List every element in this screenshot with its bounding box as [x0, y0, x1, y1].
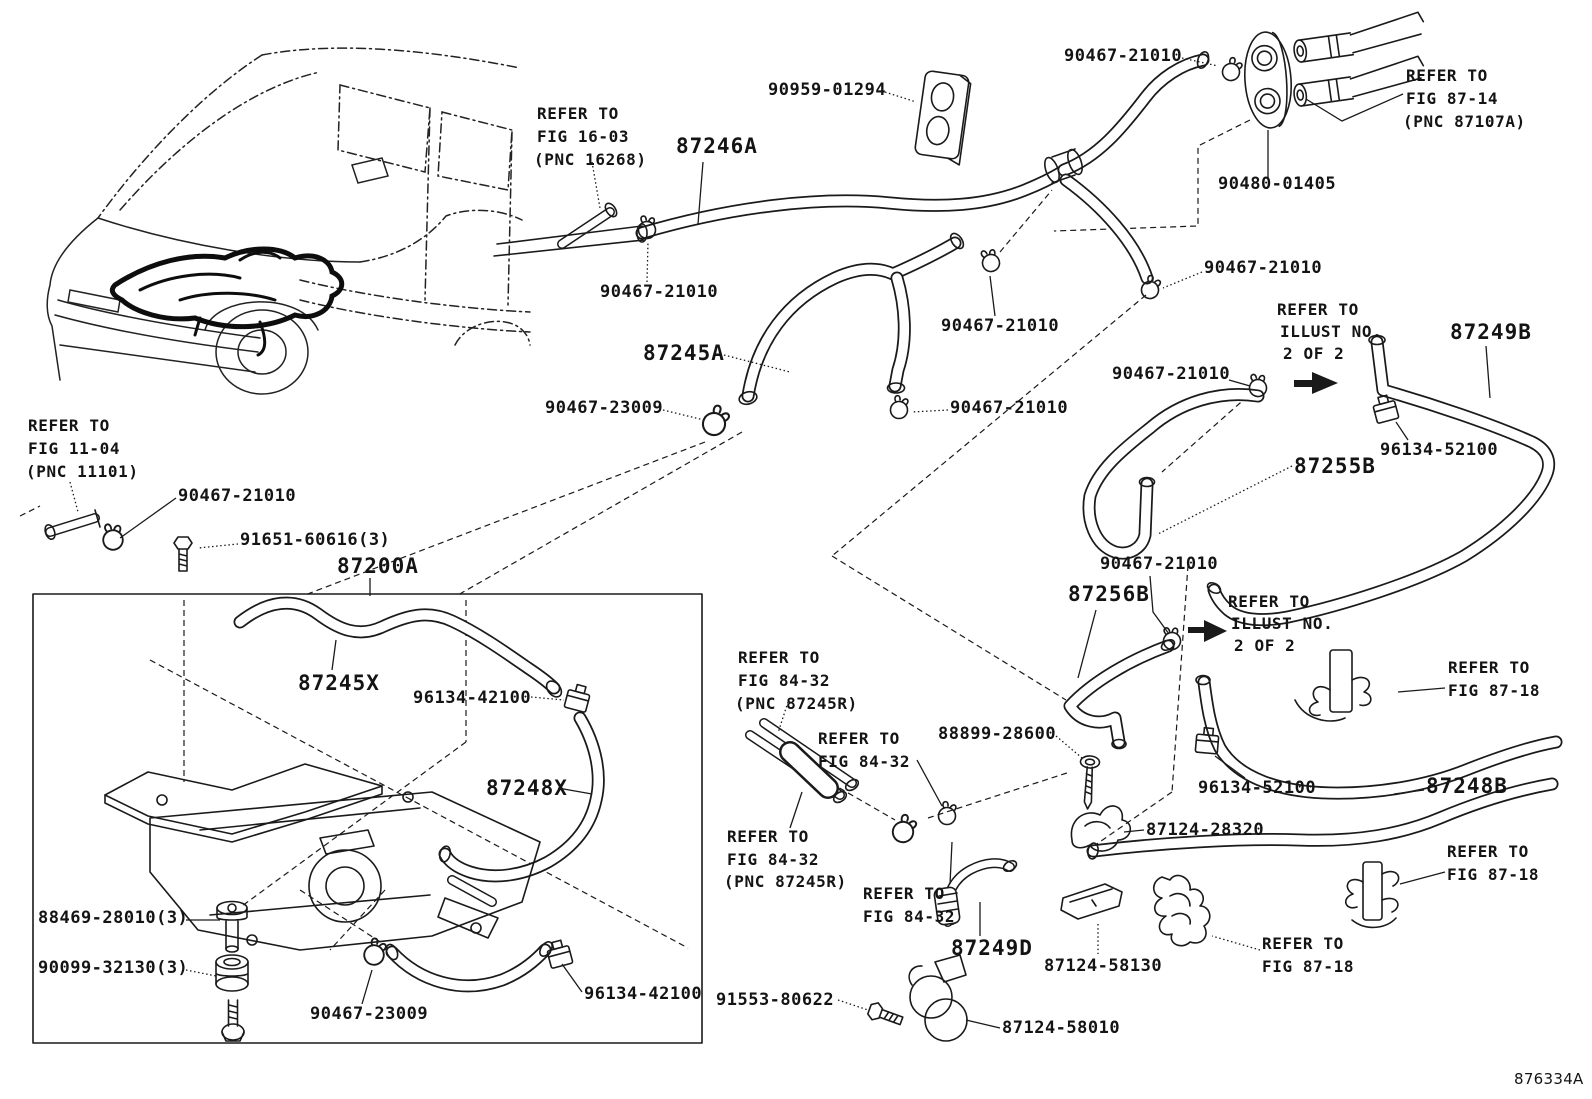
part-number-label: 87246A: [676, 134, 758, 158]
reference-note-line: FIG 87-18: [1447, 865, 1540, 884]
part-number-label: 90959-01294: [768, 80, 887, 100]
reference-note-line: REFER TO: [1406, 66, 1488, 85]
reference-note-line: REFER TO: [727, 827, 809, 846]
reference-note-line: FIG 84-32: [863, 907, 956, 926]
fasteners: [173, 536, 1101, 1042]
part-number-label: 87248X: [486, 776, 568, 800]
reference-note-line: REFER TO: [1447, 842, 1529, 861]
reference-note-line: 2 OF 2: [1234, 636, 1296, 655]
part-number-label: 90467-21010: [1112, 364, 1231, 384]
reference-note-line: REFER TO: [1448, 658, 1530, 677]
part-number-label: 87245X: [298, 671, 380, 695]
reference-note-line: (PNC 87107A): [1403, 112, 1526, 131]
fitting-87249d: [933, 886, 961, 926]
part-number-label: 90480-01405: [1218, 174, 1337, 194]
illust-arrows: [1188, 372, 1338, 642]
part-number-label: 96134-52100: [1198, 778, 1317, 798]
part-number-label: 876334A: [1514, 1070, 1584, 1088]
part-number-label: 91651-60616(3): [240, 530, 391, 550]
reference-note-line: REFER TO: [28, 416, 110, 435]
part-number-label: 90467-21010: [1064, 46, 1183, 66]
reference-note-line: REFER TO: [537, 104, 619, 123]
part-number-label: 87249B: [1450, 320, 1532, 344]
part-number-label: 90467-21010: [1100, 554, 1219, 574]
reference-note-line: (PNC 87245R): [724, 872, 847, 891]
part-number-label: 90467-21010: [600, 282, 719, 302]
part-number-label: 87124-58010: [1002, 1018, 1121, 1038]
reference-note-line: REFER TO: [1262, 934, 1344, 953]
reference-note-line: FIG 16-03: [537, 127, 630, 146]
part-number-label: 87249D: [951, 936, 1033, 960]
part-number-label: 90467-21010: [941, 316, 1060, 336]
assembly-box-87200A: [32, 593, 703, 1044]
part-number-label: 90467-23009: [310, 1004, 429, 1024]
reference-note-line: REFER TO: [818, 729, 900, 748]
reference-note-line: FIG 11-04: [28, 439, 121, 458]
reference-note-line: (PNC 87245R): [735, 694, 858, 713]
leader-lines: [69, 57, 1491, 1029]
reference-note-line: (PNC 11101): [26, 462, 139, 481]
reference-note-line: FIG 87-14: [1406, 89, 1499, 108]
part-number-label: 90099-32130(3): [38, 958, 189, 978]
part-number-label: 88469-28010(3): [38, 908, 189, 928]
part-number-label: 87124-58130: [1044, 956, 1163, 976]
reference-note-line: FIG 87-18: [1448, 681, 1541, 700]
part-number-label: 90467-21010: [950, 398, 1069, 418]
grommet-90480: [1244, 31, 1292, 129]
reference-note-line: ILLUST NO.: [1280, 322, 1383, 341]
reference-note-line: REFER TO: [738, 648, 820, 667]
part-number-label: 96134-52100: [1380, 440, 1499, 460]
part-number-label: 87256B: [1068, 582, 1150, 606]
reference-note-line: REFER TO: [1277, 300, 1359, 319]
part-number-label: 87124-28320: [1146, 820, 1265, 840]
part-number-label: 96134-42100: [413, 688, 532, 708]
part-number-label: 90467-21010: [1204, 258, 1323, 278]
part-number-label: 87248B: [1426, 774, 1508, 798]
hoses: [44, 51, 1556, 986]
part-number-label: 90467-23009: [545, 398, 664, 418]
reference-note-line: FIG 84-32: [738, 671, 831, 690]
grommet-90959: [914, 70, 972, 166]
part-number-label: 88899-28600: [938, 724, 1057, 744]
part-number-label: 87200A: [337, 554, 419, 578]
reference-note-line: FIG 84-32: [727, 850, 820, 869]
reference-note-line: REFER TO: [1228, 592, 1310, 611]
reference-note-line: (PNC 16268): [534, 150, 647, 169]
reference-note-line: REFER TO: [863, 884, 945, 903]
part-number-label: 90467-21010: [178, 486, 297, 506]
reference-note-line: FIG 84-32: [818, 752, 911, 771]
part-number-label: 96134-42100: [584, 984, 703, 1004]
heater-pipes: [1293, 11, 1425, 107]
reference-note-line: 2 OF 2: [1283, 344, 1345, 363]
reference-note-line: ILLUST NO.: [1231, 614, 1334, 633]
vehicle-inset: [46, 47, 531, 395]
reference-note-line: FIG 87-18: [1262, 957, 1355, 976]
part-number-label: 87245A: [643, 341, 725, 365]
part-number-label: 87255B: [1294, 454, 1376, 478]
part-number-label: 91553-80622: [716, 990, 835, 1010]
brackets-and-clips: [94, 509, 1400, 1042]
